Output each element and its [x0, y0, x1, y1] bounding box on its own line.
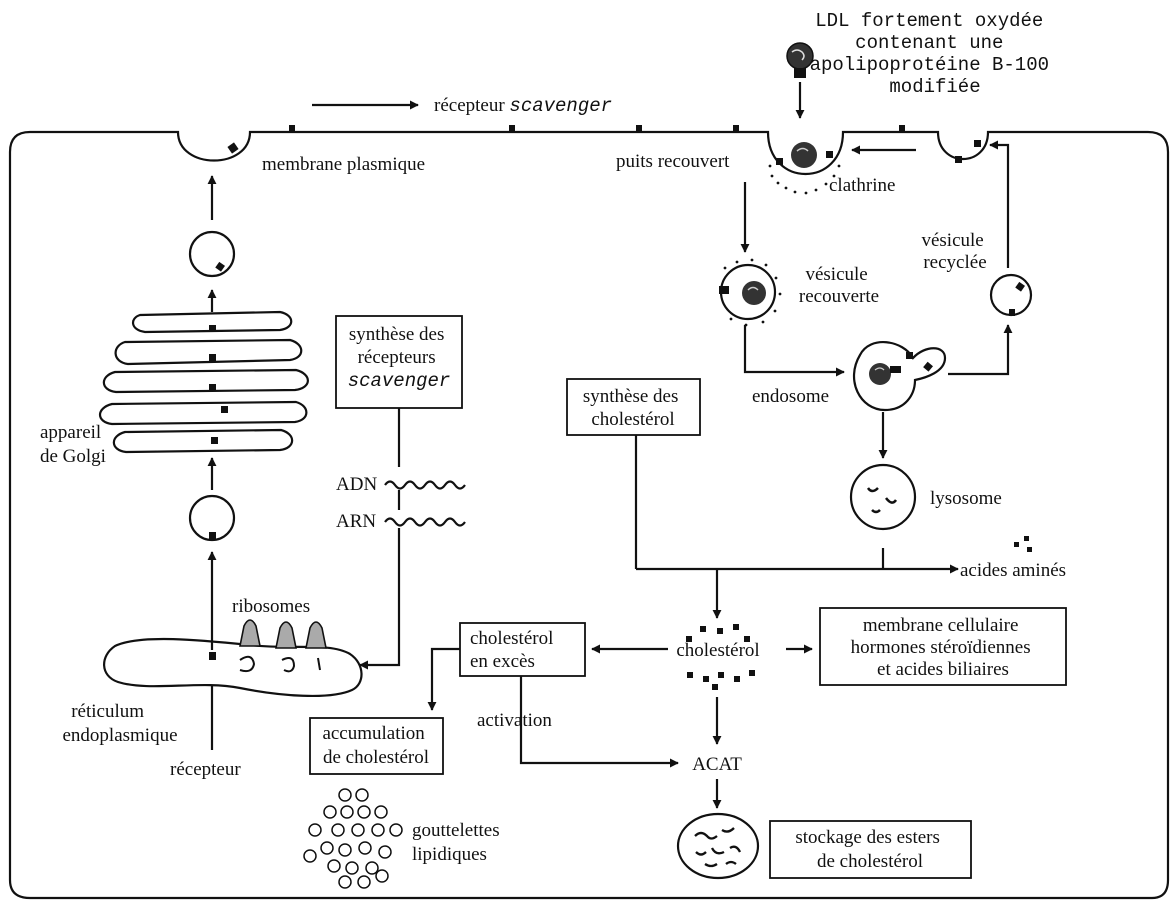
rna-label: ARN: [336, 511, 376, 532]
er-protein-squiggles: [239, 655, 321, 673]
accumulation-box: [309, 717, 444, 775]
excess-to-accumulation-arrow: [427, 647, 460, 711]
endosome-to-recycled-arrow: [948, 324, 1013, 376]
plasma-membrane-label: membrane plasmique: [262, 154, 425, 175]
ester-droplet-icon: [676, 812, 760, 880]
dna-strand: [384, 480, 466, 490]
amino-acids-label: acides aminés: [960, 560, 1066, 581]
recycled-vesicle-path: [989, 140, 1010, 268]
ester-storage-box: [769, 820, 972, 879]
lipid-droplets-icon: [303, 788, 403, 889]
rna-strand: [384, 517, 466, 527]
cholesterol-label: cholestérol: [676, 640, 759, 661]
lipid-droplets-label: gouttelettes lipidiques: [412, 820, 504, 865]
receptor-synthesis-box: [335, 315, 463, 409]
er-receptor: [209, 652, 216, 660]
receptor-label: récepteur: [170, 759, 241, 780]
cholesterol-uses-box: [819, 607, 1067, 686]
activation-arrow: [519, 676, 679, 768]
membrane-receptors: [227, 125, 981, 165]
ldl-label: LDL fortement oxydée contenant une apoli…: [810, 10, 1061, 98]
ester-storage-label: stockage des esters de cholestérol: [795, 827, 944, 872]
cholesterol-dots: [686, 624, 755, 690]
cholesterol-uses-label: membrane cellulaire hormones stéroïdienn…: [851, 615, 1036, 680]
golgi-label: appareil de Golgi: [40, 422, 106, 467]
clathrin-label: clathrine: [829, 175, 895, 196]
accumulation-label: accumulation de cholestérol: [322, 723, 429, 768]
rna-to-er-arrow: [359, 528, 401, 670]
cholesterol-excess-box: [459, 622, 586, 677]
recycled-vesicle-label: vésicule recyclée: [921, 230, 988, 273]
ribosomes-icon: [239, 619, 327, 649]
ribosomes-label: ribosomes: [232, 596, 310, 617]
lysosome-label: lysosome: [930, 488, 1002, 509]
receptor-synthesis-label: synthèse des récepteurs scavenger: [348, 324, 451, 392]
recycled-vesicle-icon: [989, 273, 1033, 317]
golgi-vesicle-icon: [188, 230, 236, 278]
lysosome-icon: [849, 463, 917, 531]
golgi-apparatus: [98, 310, 309, 454]
cholesterol-synthesis-label: synthèse des cholestérol: [583, 386, 683, 430]
cholesterol-synthesis-box: [566, 378, 701, 436]
coated-vesicle-icon: [719, 258, 782, 327]
scavenger-receptor-label: récepteur scavenger: [434, 95, 612, 117]
plasma-membrane: [8, 130, 1170, 900]
endosome-label: endosome: [752, 386, 829, 407]
cholesterol-excess-label: cholestérol en excès: [470, 628, 558, 672]
vesicle-to-endosome-arrow: [743, 325, 845, 377]
er-vesicle-icon: [188, 494, 236, 542]
coated-pit-ldl-icon: [768, 142, 841, 195]
er-label: réticulum endoplasmique: [62, 701, 177, 746]
dna-label: ADN: [336, 474, 377, 495]
ldl-particle-icon: [786, 42, 814, 78]
coated-pit-label: puits recouvert: [616, 151, 730, 172]
endosome-icon: [852, 340, 947, 412]
acat-label: ACAT: [692, 754, 742, 775]
activation-label: activation: [477, 710, 552, 731]
amino-acid-dots: [1014, 536, 1032, 552]
coated-vesicle-label: vésicule recouverte: [799, 264, 879, 307]
